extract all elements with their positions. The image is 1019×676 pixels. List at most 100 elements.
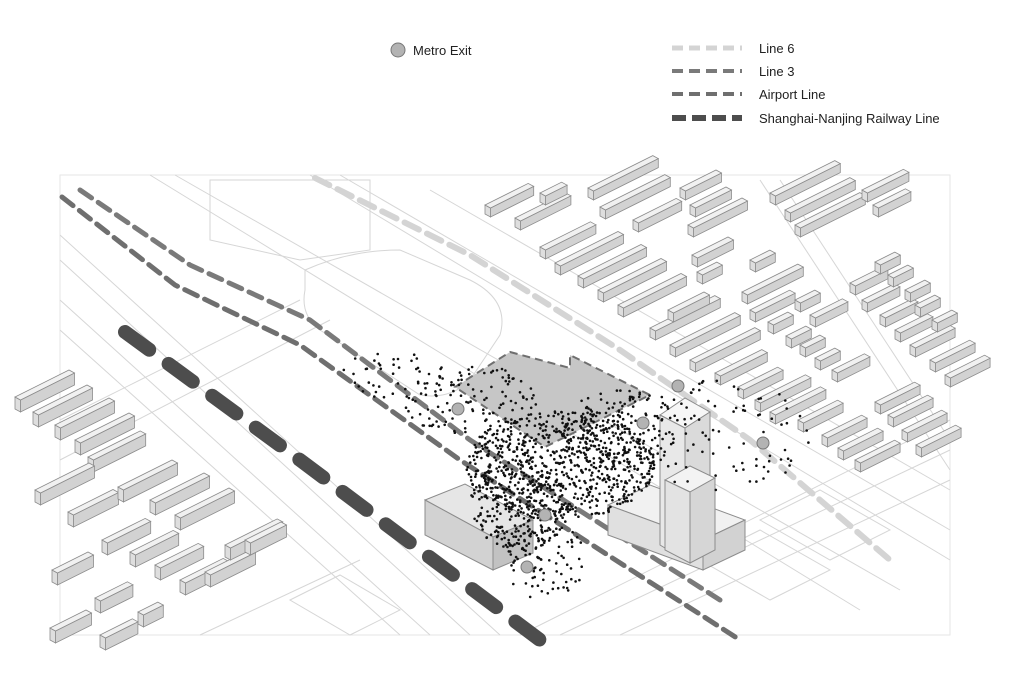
crowd-dot: [504, 379, 508, 383]
crowd-dot: [567, 476, 571, 480]
crowd-dot: [532, 567, 536, 570]
crowd-dot: [638, 433, 642, 436]
crowd-dot: [636, 451, 639, 454]
crowd-dot: [715, 379, 719, 383]
crowd-dot: [478, 442, 481, 445]
crowd-dot: [522, 517, 526, 520]
residential-block: [54, 397, 116, 429]
crowd-dot: [527, 454, 530, 458]
residential-block: [51, 551, 95, 574]
crowd-dot: [616, 427, 620, 430]
residential-block: [617, 273, 688, 309]
crowd-dot: [575, 536, 579, 539]
crowd-dot: [495, 467, 498, 470]
crowd-dot: [671, 441, 675, 445]
crowd-dot: [594, 426, 598, 429]
crowd-dot: [630, 474, 633, 477]
residential-block: [577, 244, 648, 280]
crowd-dot: [546, 494, 549, 498]
crowd-dot: [525, 474, 528, 477]
crowd-dot: [616, 420, 620, 423]
crowd-dot: [546, 529, 549, 532]
crowd-dot: [585, 456, 588, 459]
crowd-dot: [627, 493, 630, 497]
crowd-dot: [532, 569, 536, 573]
crowd-dot: [507, 485, 511, 489]
crowd-dot: [502, 491, 506, 494]
crowd-dot: [666, 405, 669, 408]
crowd-dot: [592, 461, 596, 465]
crowd-dot: [517, 529, 520, 533]
crowd-dot: [612, 414, 615, 418]
crowd-dot: [779, 458, 783, 461]
crowd-dot: [552, 581, 555, 584]
crowd-dot: [523, 444, 526, 448]
crowd-dot: [607, 407, 611, 410]
crowd-dot: [517, 462, 520, 466]
crowd-dot: [580, 502, 583, 506]
crowd-dot: [502, 473, 506, 477]
residential-block: [154, 542, 205, 569]
crowd-dot: [585, 495, 589, 499]
residential-block: [669, 312, 742, 349]
crowd-dot: [554, 562, 558, 565]
crowd-dot: [553, 411, 557, 415]
crowd-dot: [531, 484, 535, 487]
crowd-dot: [626, 457, 629, 461]
crowd-dot: [500, 455, 504, 459]
crowd-dot: [664, 432, 668, 436]
crowd-dot: [601, 419, 605, 423]
crowd-dot: [529, 457, 533, 460]
crowd-dot: [522, 511, 525, 514]
crowd-dot: [495, 529, 498, 532]
crowd-dot: [638, 438, 642, 441]
crowd-dot: [474, 446, 478, 449]
crowd-dot: [498, 465, 501, 469]
crowd-dot: [629, 465, 632, 468]
crowd-dot: [642, 431, 645, 435]
crowd-dot: [565, 563, 569, 566]
crowd-dot: [635, 454, 639, 457]
crowd-dot: [543, 436, 546, 440]
crowd-dot: [613, 467, 617, 471]
crowd-dot: [578, 479, 581, 483]
crowd-dot: [572, 435, 575, 439]
crowd-dot: [714, 474, 717, 477]
crowd-dot: [487, 449, 491, 453]
crowd-dot: [500, 495, 503, 499]
residential-block: [872, 188, 912, 209]
crowd-dot: [510, 418, 513, 421]
crowd-dot: [547, 440, 550, 444]
crowd-dot: [494, 486, 497, 489]
crowd-dot: [541, 543, 544, 547]
crowd-dot: [653, 414, 657, 418]
crowd-dot: [530, 467, 534, 471]
crowd-dot: [539, 455, 542, 459]
crowd-dot: [475, 451, 479, 455]
crowd-dot: [540, 424, 543, 427]
crowd-dot: [611, 431, 614, 434]
crowd-dot: [382, 395, 386, 399]
crowd-dot: [515, 527, 518, 530]
residential-block: [874, 381, 921, 406]
crowd-dot: [559, 514, 563, 517]
crowd-dot: [529, 492, 532, 496]
crowd-dot: [611, 465, 614, 469]
crowd-dot: [732, 465, 735, 468]
crowd-dot: [507, 444, 511, 447]
crowd-dot: [505, 502, 509, 506]
crowd-dot: [540, 590, 544, 593]
crowd-dot: [604, 465, 607, 469]
crowd-dot: [517, 442, 521, 446]
crowd-dot: [770, 417, 774, 421]
crowd-dot: [523, 538, 526, 542]
crowd-dot: [405, 395, 409, 398]
crowd-dot: [606, 430, 609, 434]
crowd-dot: [453, 431, 457, 435]
crowd-dot: [559, 495, 562, 498]
crowd-dot: [615, 456, 618, 459]
residential-block: [767, 311, 795, 326]
residential-block: [14, 369, 76, 401]
crowd-dot: [496, 510, 499, 513]
crowd-dot: [789, 459, 793, 463]
